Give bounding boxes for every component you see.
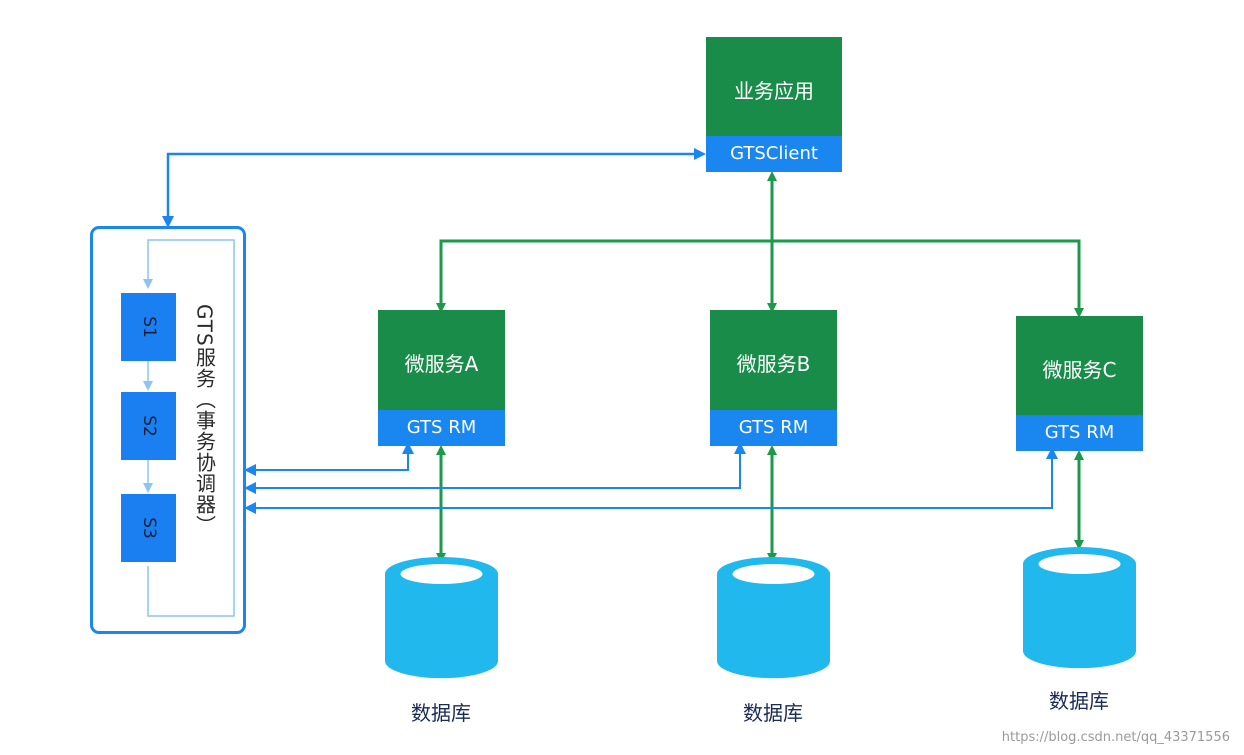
client-to-gts-connector [162, 148, 706, 228]
gts-rm-c-label: GTS RM [1044, 422, 1115, 443]
gts-rm-c-box: GTS RM [1016, 415, 1143, 451]
database-c-icon [1023, 547, 1136, 669]
step-s3-label: S3 [138, 517, 159, 539]
gts-service-label: GTS服务（事务协调器） [192, 304, 217, 536]
gts-rm-a-box: GTS RM [378, 410, 505, 446]
bus-to-c-connector [772, 239, 1084, 318]
business-app-title: 业务应用 [734, 79, 814, 103]
database-b-icon [717, 557, 830, 679]
rm-c-to-gts-connector [244, 447, 1058, 514]
bus-to-a-connector [436, 239, 772, 313]
gts-rm-a-label: GTS RM [406, 417, 477, 438]
microservice-b-box: 微服务B [710, 310, 837, 410]
database-a-icon [385, 557, 498, 679]
step-s2-label: S2 [138, 415, 159, 437]
gts-service-label-wrap: GTS服务（事务协调器） [180, 300, 230, 540]
gts-client-box: GTSClient [706, 136, 842, 172]
gts-client-label: GTSClient [730, 143, 818, 164]
microservice-a-box: 微服务A [378, 310, 505, 410]
step-s1: S1 [121, 293, 176, 361]
watermark: https://blog.csdn.net/qq_43371556 [1001, 730, 1230, 745]
step-s2: S2 [121, 392, 176, 460]
microservice-c-box: 微服务C [1016, 316, 1143, 415]
database-a-label: 数据库 [411, 701, 471, 725]
gts-rm-b-box: GTS RM [710, 410, 837, 446]
microservice-c-title: 微服务C [1042, 358, 1117, 382]
gts-rm-b-label: GTS RM [738, 417, 809, 438]
step-s3: S3 [121, 494, 176, 562]
database-b-label: 数据库 [743, 701, 803, 725]
business-app-box: 业务应用 [706, 37, 842, 136]
step-s1-label: S1 [138, 316, 159, 338]
microservice-a-title: 微服务A [404, 352, 479, 376]
microservice-b-title: 微服务B [736, 352, 811, 376]
database-c-label: 数据库 [1049, 689, 1109, 713]
